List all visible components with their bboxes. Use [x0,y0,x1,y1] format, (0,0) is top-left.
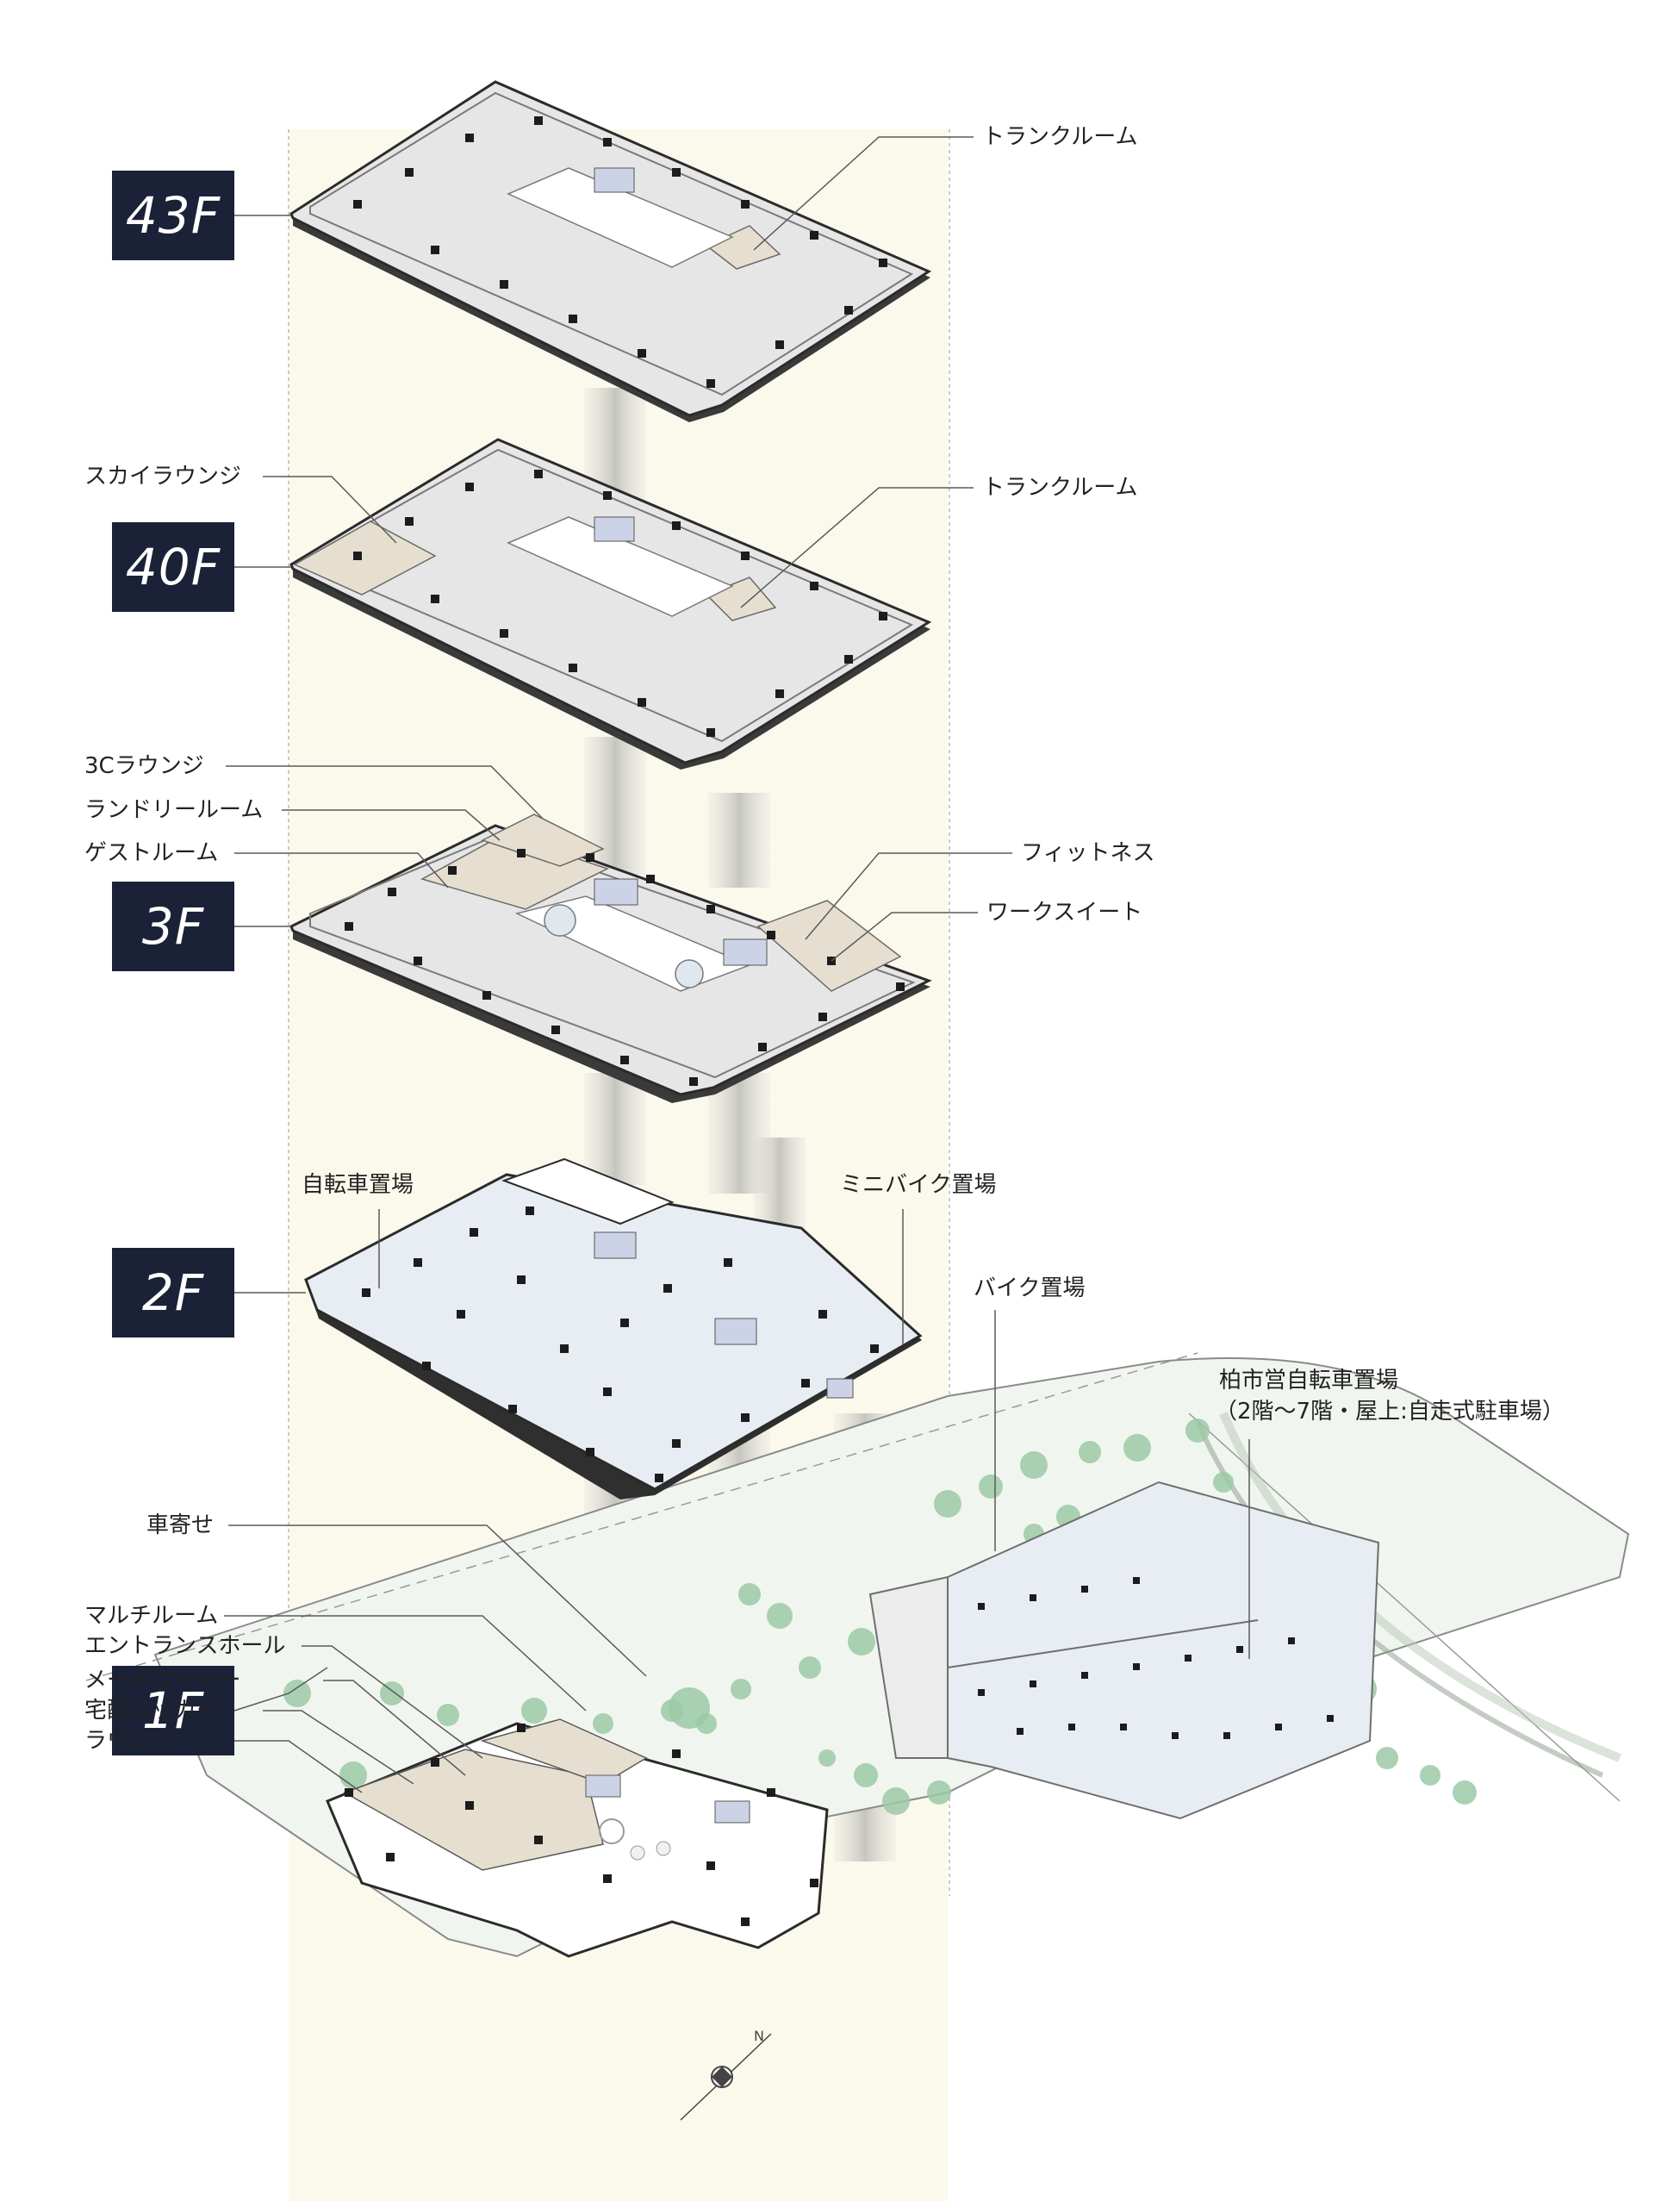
label-fitness: フィットネス [1021,840,1155,866]
label-work-suite: ワークスイート [986,900,1143,926]
label-city-bicycle-parking-note: （2階〜7階・屋上:自走式駐車場） [1215,1399,1565,1425]
floor-badge-40f: 40F [112,522,234,612]
floor-badge-2f: 2F [112,1248,234,1337]
compass [680,2033,772,2121]
label-guest-room: ゲストルーム [84,840,219,866]
label-delivery-locker: 宅配ロッカー [84,1698,220,1724]
floor-badge-1f: 1F [112,1666,234,1755]
label-mail-corner: メールコーナー [84,1668,241,1693]
label-sky-lounge: スカイラウンジ [84,464,242,489]
label-multi-room: マルチルーム [84,1603,219,1629]
label-bicycle-parking: 自転車置場 [302,1172,414,1198]
floor-plate-43f [289,80,932,422]
label-mini-bike-parking: ミニバイク置場 [840,1172,997,1198]
label-lounge: ラウンジ [84,1728,175,1754]
floor-plate-40f [289,438,932,770]
floor-plate-2f [304,1157,923,1500]
label-3c-lounge: 3Cラウンジ [84,753,204,779]
floor-badge-3f: 3F [112,882,234,971]
compass-north-label: N [754,2028,764,2044]
floor-badge-43f: 43F [112,171,234,260]
label-trunk-room-40f: トランクルーム [982,475,1138,501]
label-entrance-hall: エントランスホール [84,1633,286,1659]
floor-plate-3f [289,814,932,1103]
label-bike-parking: バイク置場 [974,1275,1086,1301]
label-trunk-room-43f: トランクルーム [982,124,1138,150]
label-city-bicycle-parking: 柏市営自転車置場 [1219,1368,1399,1394]
label-car-porch: 車寄せ [146,1512,215,1538]
label-laundry-room: ランドリールーム [84,797,264,823]
leader-lines [224,136,1250,1793]
site-plan-1f [85,1352,1630,1958]
